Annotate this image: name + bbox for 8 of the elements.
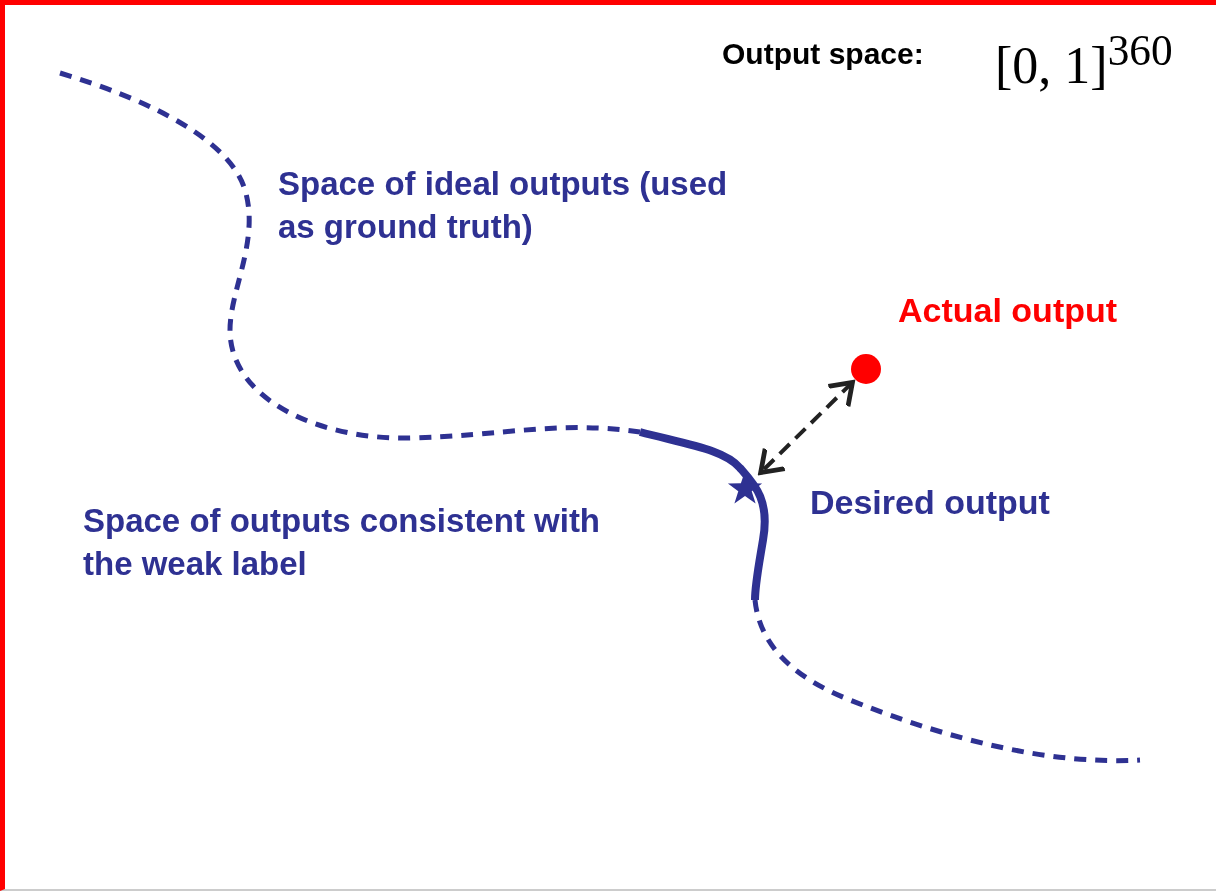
math-formula: [0, 1]$^{360}$: [995, 25, 1173, 97]
region-label: Space of ideal outputs (used as ground truth): [278, 164, 729, 247]
point-label: Actual output: [898, 290, 1118, 331]
point-label: Desired output: [810, 482, 1050, 523]
region-label: Space of outputs consistent with the weak label: [83, 501, 602, 584]
output-dot: [851, 354, 881, 384]
double-arrow: [758, 379, 855, 475]
heading-text: Output space:: [722, 36, 924, 72]
